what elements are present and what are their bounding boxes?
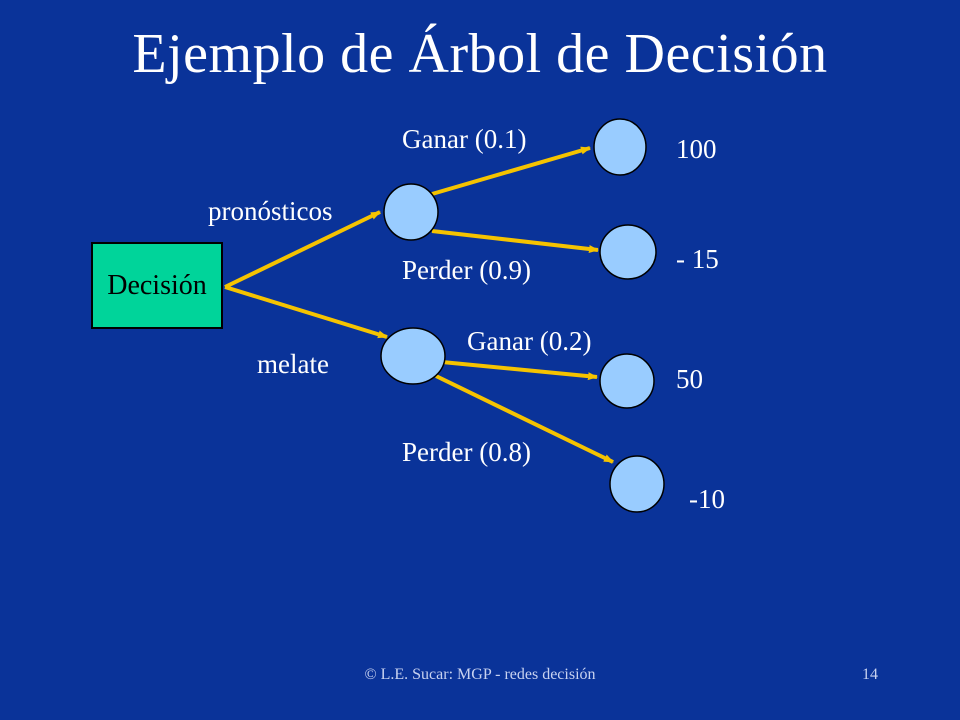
branch-label-pronosticos-ganar: Ganar (0.1) bbox=[402, 124, 527, 154]
chance-node-melate bbox=[380, 327, 446, 385]
page-number: 14 bbox=[862, 666, 878, 683]
outcome-value-100: 100 bbox=[676, 134, 717, 164]
outcome-value-50: 50 bbox=[676, 364, 703, 394]
outcome-node-pronosticos-perder bbox=[599, 224, 657, 280]
option-label-melate: melate bbox=[257, 349, 329, 379]
branch-label-melate-perder: Perder (0.8) bbox=[402, 437, 531, 467]
footer-credit: © L.E. Sucar: MGP - redes decisión bbox=[364, 666, 596, 683]
decision-node-label: Decisión bbox=[107, 269, 207, 301]
outcome-node-melate-perder bbox=[609, 455, 665, 513]
slide-title: Ejemplo de Árbol de Decisión bbox=[132, 23, 828, 85]
edge-melate-perder bbox=[435, 374, 614, 464]
option-label-pronosticos: pronósticos bbox=[208, 196, 333, 226]
edge-decision-to-melate bbox=[224, 285, 388, 339]
edge-pronosticos-perder bbox=[431, 229, 599, 253]
branch-label-melate-ganar: Ganar (0.2) bbox=[467, 326, 592, 356]
branch-label-pronosticos-perder: Perder (0.9) bbox=[402, 255, 531, 285]
outcome-value-minus-15: - 15 bbox=[676, 244, 719, 274]
outcome-node-pronosticos-ganar bbox=[593, 118, 647, 176]
decision-node: Decisión bbox=[91, 242, 223, 329]
chance-node-pronosticos bbox=[383, 183, 439, 241]
edge-pronosticos-ganar bbox=[431, 146, 591, 196]
edge-decision-to-pronosticos bbox=[224, 210, 381, 289]
edge-melate-ganar bbox=[441, 360, 598, 381]
outcome-value-minus-10: -10 bbox=[689, 484, 725, 514]
outcome-node-melate-ganar bbox=[599, 353, 655, 409]
